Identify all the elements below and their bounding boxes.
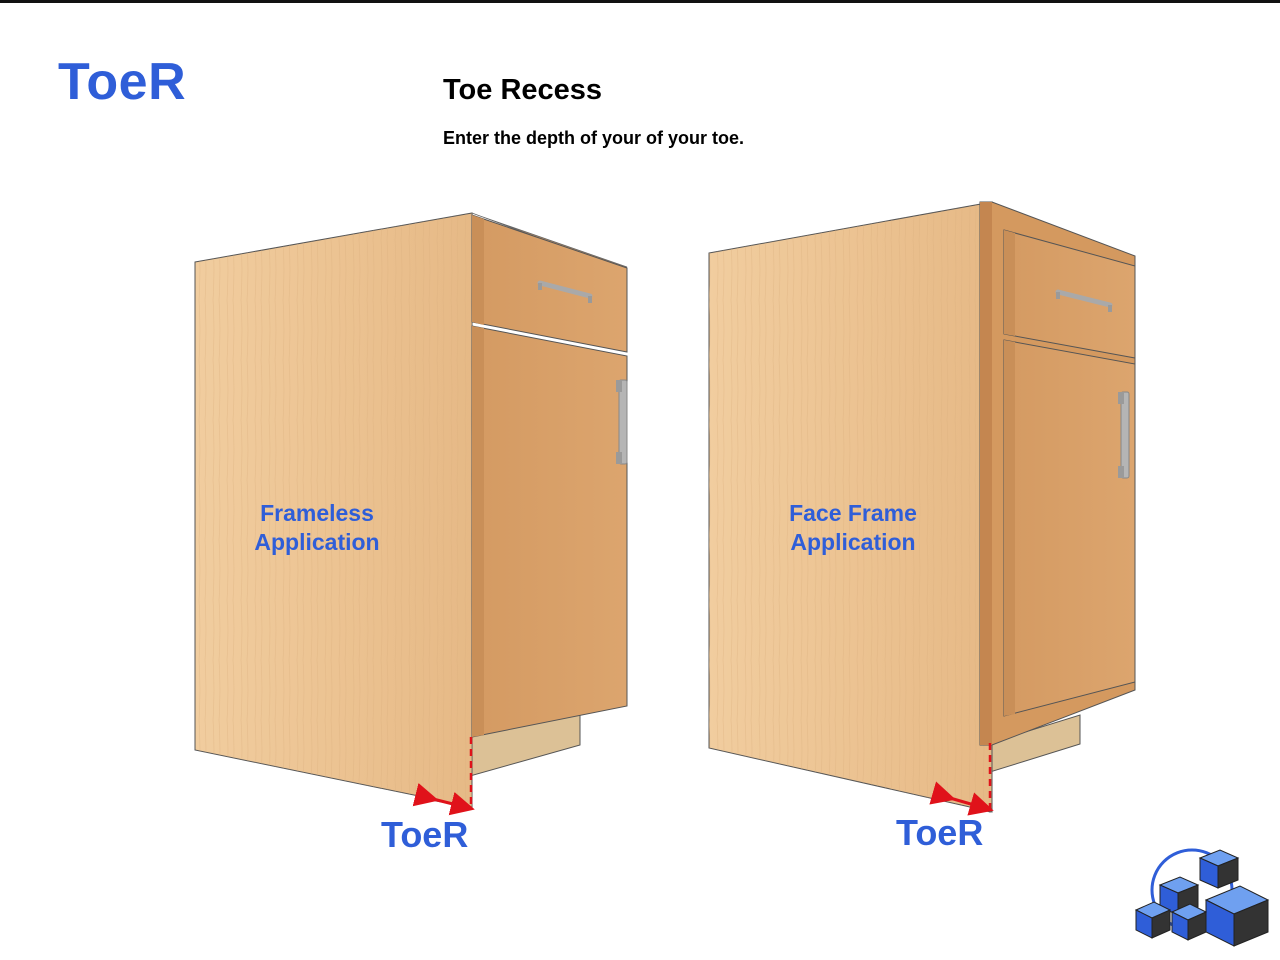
face-frame-label-line1: Face Frame bbox=[789, 500, 917, 526]
face-frame-label-line2: Application bbox=[790, 529, 916, 555]
frameless-cabinet bbox=[194, 212, 628, 816]
frameless-toe-label: ToeR bbox=[381, 814, 469, 855]
drawer-handle-icon bbox=[1055, 289, 1113, 312]
drawer-handle-icon bbox=[537, 280, 593, 303]
face-frame-toe-label: ToeR bbox=[896, 812, 984, 853]
frameless-label: Frameless Application bbox=[197, 499, 437, 557]
section-heading: Toe Recess bbox=[443, 74, 603, 106]
door-front bbox=[471, 325, 628, 738]
frameless-label-line1: Frameless bbox=[260, 500, 374, 526]
frameless-label-line2: Application bbox=[254, 529, 380, 555]
cube-logo-icon bbox=[1134, 848, 1270, 947]
face-frame-cabinet bbox=[708, 201, 1136, 816]
toe-dimension-arrow bbox=[929, 781, 994, 816]
toe-dimension-arrow bbox=[412, 782, 475, 816]
instruction-text: Enter the depth of your of your toe. bbox=[443, 128, 744, 148]
door-handle-icon bbox=[616, 379, 628, 465]
page-title: ToeR bbox=[58, 53, 187, 111]
door-handle-icon bbox=[1118, 391, 1130, 479]
top-border bbox=[0, 0, 1280, 3]
face-frame-label: Face Frame Application bbox=[733, 499, 973, 557]
door-front bbox=[1003, 339, 1136, 717]
